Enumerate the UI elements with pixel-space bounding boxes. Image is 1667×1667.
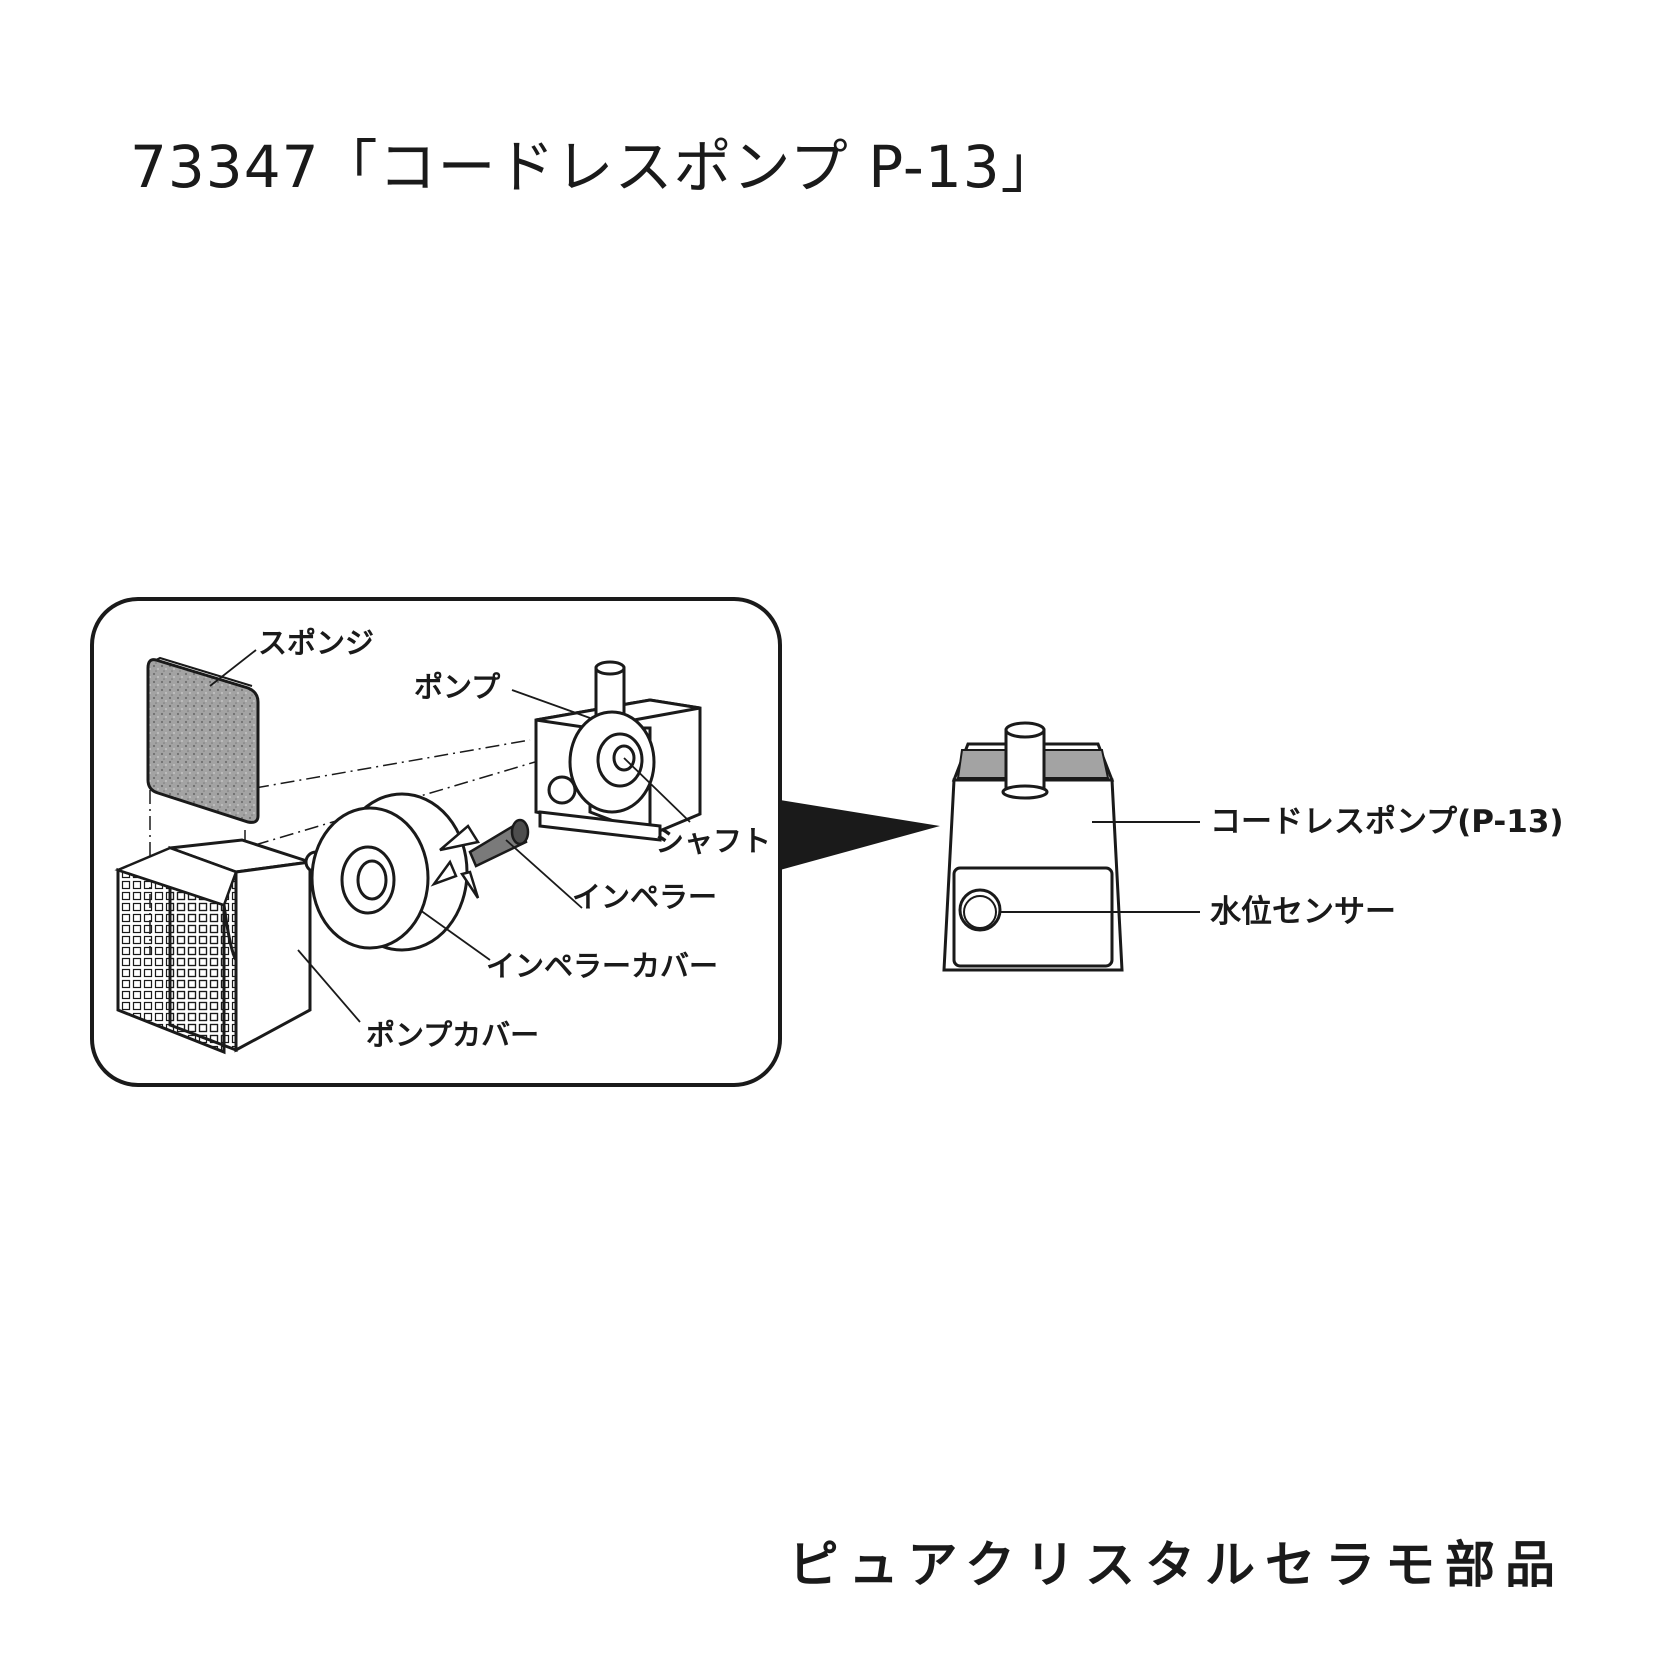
label-sponge: スポンジ (258, 626, 374, 660)
pointer-arrow (780, 800, 940, 870)
label-impeller-cover: インペラーカバー (486, 949, 718, 983)
label-water-level-sensor: 水位センサー (1210, 894, 1396, 930)
page-title: 73347「コードレスポンプ P-13」 (130, 133, 1060, 201)
label-impeller: インペラー (572, 880, 717, 914)
impeller-cover-part (304, 792, 491, 961)
label-shaft: シャフト (655, 824, 771, 858)
pump-part (511, 660, 702, 842)
label-cordless-pump: コードレスポンプ(P-13) (1210, 804, 1564, 840)
assembled-pump (942, 721, 1200, 972)
label-pump-cover: ポンプカバー (366, 1018, 539, 1052)
sponge-part (146, 649, 260, 824)
label-pump: ポンプ (414, 670, 501, 704)
impeller-part (430, 818, 583, 909)
footer-caption: ピュアクリスタルセラモ部品 (788, 1536, 1565, 1594)
pump-cover-part (114, 838, 361, 1055)
